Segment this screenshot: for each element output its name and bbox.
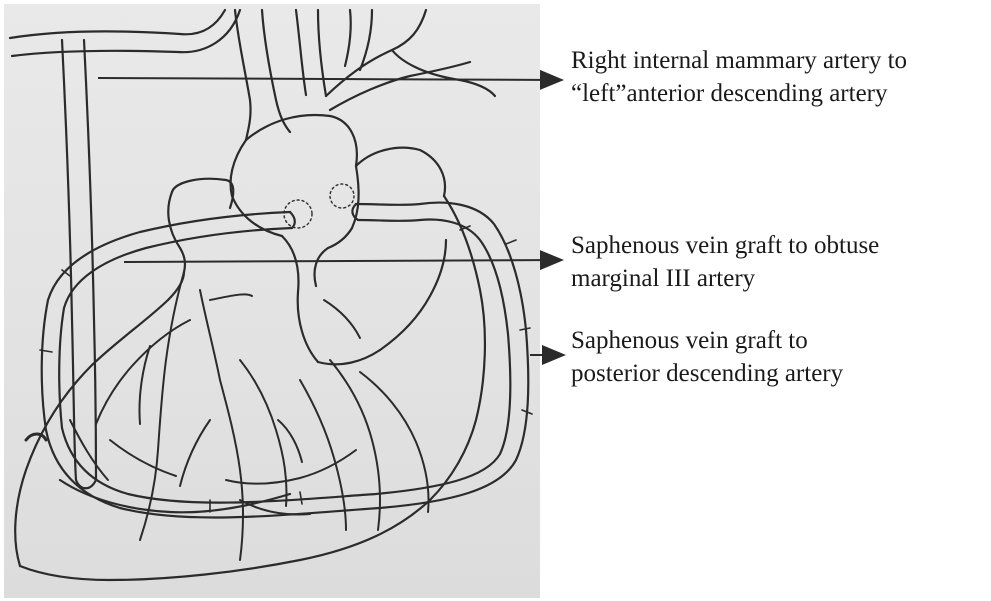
label-svg-pda-line1: Saphenous vein graft to <box>571 324 843 357</box>
label-svg-to-obtuse-marginal: Saphenous vein graft to obtuse marginal … <box>571 229 879 295</box>
sketch-paper <box>4 4 540 598</box>
label-svg-om-line1: Saphenous vein graft to obtuse <box>571 229 879 262</box>
label-svg-om-line2: marginal III artery <box>571 262 879 295</box>
label-rima-to-lad: Right internal mammary artery to “left”a… <box>571 44 907 110</box>
label-rima-line1: Right internal mammary artery to <box>571 44 907 77</box>
label-svg-pda-line2: posterior descending artery <box>571 357 843 390</box>
label-svg-to-pda: Saphenous vein graft to posterior descen… <box>571 324 843 390</box>
label-rima-line2: “left”anterior descending artery <box>571 77 907 110</box>
